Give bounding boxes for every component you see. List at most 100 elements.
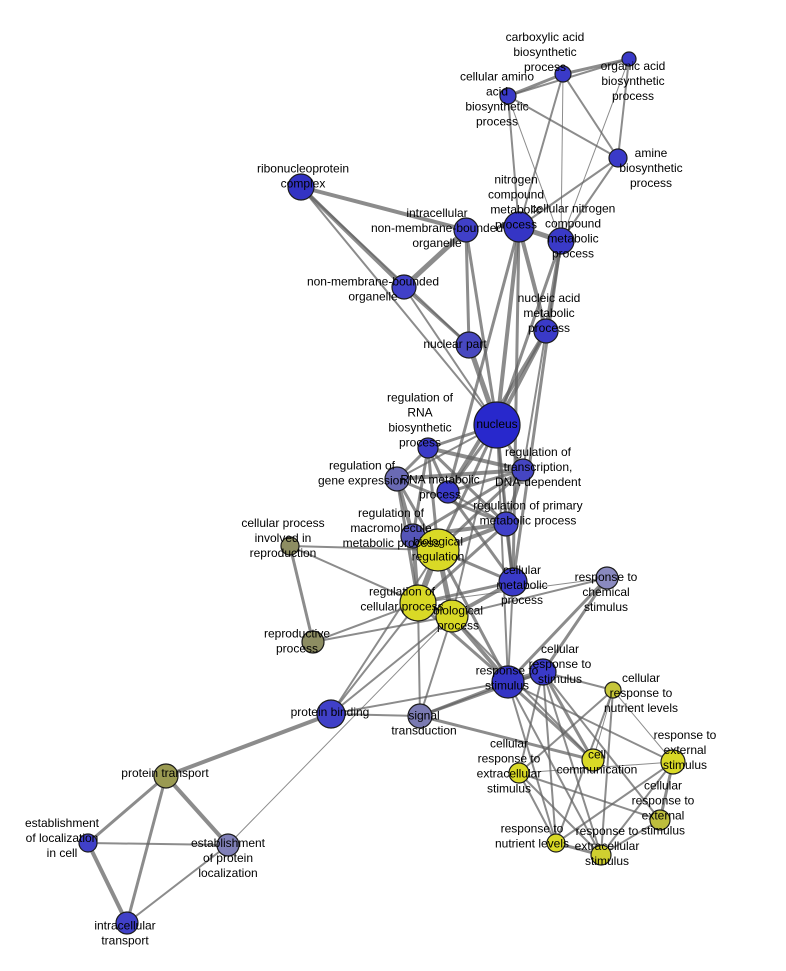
edge-ribonucleoprotein-complex--nucleus[interactable] xyxy=(300,186,498,426)
edge-nucleus--biological-process[interactable] xyxy=(451,424,498,617)
edge-cellular-metabolic-process--response-to-stimulus[interactable] xyxy=(507,581,514,683)
edge-regulation-of-RNA-biosynthetic-process--regulation-of-transcription-DNA-dependent[interactable] xyxy=(426,446,525,472)
edge-protein-binding--response-to-stimulus[interactable] xyxy=(330,681,509,715)
node-biological-regulation[interactable] xyxy=(416,528,460,572)
edge-carboxylic-acid-biosynthetic-process--cellular-nitrogen-compound-metabolic-process[interactable] xyxy=(560,73,564,242)
edge-biological-process--signal-transduction[interactable] xyxy=(419,615,453,717)
edge-cellular-nitrogen-compound-metabolic-process--cellular-metabolic-process[interactable] xyxy=(511,239,563,584)
edge-cellular-response-to-external-stimulus--response-to-extracellular-stimulus[interactable] xyxy=(600,819,661,856)
edge-cellular-amino-acid-biosynthetic-process--nitrogen-compound-metabolic-process[interactable] xyxy=(507,95,520,228)
node-reproductive-process[interactable] xyxy=(301,630,325,654)
node-signal-transduction[interactable] xyxy=(407,703,433,729)
edge-cellular-amino-acid-biosynthetic-process--cellular-nitrogen-compound-metabolic-process[interactable] xyxy=(507,95,562,242)
node-response-to-stimulus[interactable] xyxy=(491,665,525,699)
node-cell-communication[interactable] xyxy=(581,748,605,772)
node-cellular-nitrogen-compound-metabolic-process[interactable] xyxy=(547,227,575,255)
edge-cellular-process-involved-in-reproduction--regulation-of-cellular-process[interactable] xyxy=(289,545,419,604)
edge-intracellular-non-membrane-bounded-organelle--non-membrane-bounded-organelle[interactable] xyxy=(401,227,469,290)
edge-response-to-stimulus--cell-communication[interactable] xyxy=(506,680,595,762)
node-cellular-response-to-stimulus[interactable] xyxy=(529,658,557,686)
node-organic-acid-biosynthetic-process[interactable] xyxy=(621,51,637,67)
node-nitrogen-compound-metabolic-process[interactable] xyxy=(503,211,535,243)
edge-nitrogen-compound-metabolic-process--nucleic-acid-metabolic-process[interactable] xyxy=(517,225,548,333)
edge-protein-binding--protein-transport[interactable] xyxy=(164,712,333,778)
edge-biological-process--reproductive-process[interactable] xyxy=(312,615,453,643)
edge-amine-biosynthetic-process--nitrogen-compound-metabolic-process[interactable] xyxy=(518,157,619,228)
node-protein-binding[interactable] xyxy=(316,699,346,729)
edge-RNA-metabolic-process--cellular-metabolic-process[interactable] xyxy=(446,490,515,584)
node-protein-transport[interactable] xyxy=(153,763,179,789)
edge-regulation-of-transcription-DNA-dependent--regulation-of-gene-expression[interactable] xyxy=(395,468,525,481)
edge-protein-binding--regulation-of-cellular-process[interactable] xyxy=(330,602,419,715)
edge-ribonucleoprotein-complex--intracellular-non-membrane-bounded-organelle[interactable] xyxy=(299,185,468,232)
edge-cellular-process-involved-in-reproduction--reproductive-process[interactable] xyxy=(288,544,315,644)
node-ribonucleoprotein-complex[interactable] xyxy=(287,173,315,201)
node-nucleus[interactable] xyxy=(473,401,521,449)
node-response-to-extracellular-stimulus[interactable] xyxy=(590,844,612,866)
node-cellular-metabolic-process[interactable] xyxy=(498,567,528,597)
node-regulation-of-transcription-DNA-dependent[interactable] xyxy=(511,458,535,482)
node-amine-biosynthetic-process[interactable] xyxy=(608,148,628,168)
edge-protein-transport--establishment-of-localization-in-cell[interactable] xyxy=(86,774,168,845)
edge-cellular-response-to-extracellular-stimulus--cellular-response-to-external-stimulus[interactable] xyxy=(518,772,661,821)
edge-intracellular-non-membrane-bounded-organelle--nucleus[interactable] xyxy=(464,228,499,427)
node-biological-process[interactable] xyxy=(435,599,469,633)
node-intracellular-transport[interactable] xyxy=(115,911,139,935)
node-RNA-metabolic-process[interactable] xyxy=(436,480,460,504)
edge-cellular-response-to-stimulus--response-to-extracellular-stimulus[interactable] xyxy=(542,671,602,856)
edge-establishment-of-localization-in-cell--establishment-of-protein-localization[interactable] xyxy=(87,842,229,846)
edge-cellular-response-to-stimulus--cellular-response-to-extracellular-stimulus[interactable] xyxy=(518,671,544,774)
node-cellular-response-to-extracellular-stimulus[interactable] xyxy=(508,762,530,784)
edge-nitrogen-compound-metabolic-process--RNA-metabolic-process[interactable] xyxy=(446,225,521,494)
edge-signal-transduction--protein-binding[interactable] xyxy=(330,713,421,717)
edge-establishment-of-protein-localization--biological-process[interactable] xyxy=(227,615,453,846)
node-intracellular-non-membrane-bounded-organelle[interactable] xyxy=(453,217,479,243)
edge-nitrogen-compound-metabolic-process--nucleus[interactable] xyxy=(495,225,521,427)
edge-cellular-amino-acid-biosynthetic-process--amine-biosynthetic-process[interactable] xyxy=(507,95,619,159)
node-establishment-of-localization-in-cell[interactable] xyxy=(78,833,98,853)
edge-cellular-response-to-extracellular-stimulus--response-to-extracellular-stimulus[interactable] xyxy=(518,772,602,856)
node-cellular-response-to-nutrient-levels[interactable] xyxy=(604,681,622,699)
edge-regulation-of-primary-metabolic-process--regulation-of-cellular-process[interactable] xyxy=(416,522,508,605)
edge-organic-acid-biosynthetic-process--cellular-nitrogen-compound-metabolic-process[interactable] xyxy=(560,58,630,242)
edge-regulation-of-cellular-process--response-to-stimulus[interactable] xyxy=(416,601,510,684)
edge-organic-acid-biosynthetic-process--amine-biosynthetic-process[interactable] xyxy=(617,58,630,159)
edge-cellular-response-to-nutrient-levels--response-to-extracellular-stimulus[interactable] xyxy=(600,689,614,856)
edge-cellular-response-to-stimulus--response-to-nutrient-levels[interactable] xyxy=(542,671,557,844)
node-carboxylic-acid-biosynthetic-process[interactable] xyxy=(554,65,572,83)
edge-nucleic-acid-metabolic-process--regulation-of-transcription-DNA-dependent[interactable] xyxy=(522,330,547,471)
edge-carboxylic-acid-biosynthetic-process--nitrogen-compound-metabolic-process[interactable] xyxy=(518,73,564,228)
edge-response-to-chemical-stimulus--biological-process[interactable] xyxy=(451,577,608,617)
node-regulation-of-cellular-process[interactable] xyxy=(399,584,437,622)
node-nuclear-part[interactable] xyxy=(455,331,483,359)
node-response-to-external-stimulus[interactable] xyxy=(660,749,686,775)
edge-nucleus--response-to-stimulus[interactable] xyxy=(496,424,509,683)
edge-cellular-response-to-extracellular-stimulus--response-to-nutrient-levels[interactable] xyxy=(518,772,557,844)
edge-cellular-response-to-stimulus--cell-communication[interactable] xyxy=(541,670,595,762)
edge-amine-biosynthetic-process--cellular-nitrogen-compound-metabolic-process[interactable] xyxy=(560,157,619,242)
edge-regulation-of-RNA-biosynthetic-process--regulation-of-macromolecule-metabolic-process[interactable] xyxy=(411,446,430,538)
edge-carboxylic-acid-biosynthetic-process--amine-biosynthetic-process[interactable] xyxy=(562,73,619,159)
edge-cellular-response-to-stimulus--response-to-chemical-stimulus[interactable] xyxy=(541,576,609,674)
node-regulation-of-gene-expression[interactable] xyxy=(384,466,410,492)
edge-protein-binding--biological-regulation[interactable] xyxy=(330,549,439,715)
edge-response-to-stimulus--response-to-extracellular-stimulus[interactable] xyxy=(507,681,602,856)
edge-response-to-stimulus--response-to-chemical-stimulus[interactable] xyxy=(506,576,609,684)
node-cellular-amino-acid-biosynthetic-process[interactable] xyxy=(499,87,517,105)
node-regulation-of-primary-metabolic-process[interactable] xyxy=(493,511,519,537)
edge-establishment-of-localization-in-cell--intracellular-transport[interactable] xyxy=(86,841,129,925)
edge-cellular-response-to-nutrient-levels--response-to-external-stimulus[interactable] xyxy=(612,689,674,763)
edge-intracellular-non-membrane-bounded-organelle--nuclear-part[interactable] xyxy=(464,228,471,347)
node-regulation-of-RNA-biosynthetic-process[interactable] xyxy=(417,437,439,459)
edge-reproductive-process--regulation-of-cellular-process[interactable] xyxy=(312,602,419,643)
node-non-membrane-bounded-organelle[interactable] xyxy=(391,274,417,300)
node-cellular-response-to-external-stimulus[interactable] xyxy=(649,809,671,831)
node-response-to-nutrient-levels[interactable] xyxy=(546,833,566,853)
edge-response-to-stimulus--response-to-external-stimulus[interactable] xyxy=(507,681,674,763)
edge-cellular-response-to-nutrient-levels--cellular-response-to-extracellular-stimulus[interactable] xyxy=(518,689,614,774)
edge-regulation-of-transcription-DNA-dependent--RNA-metabolic-process[interactable] xyxy=(446,468,525,494)
edge-non-membrane-bounded-organelle--nucleus[interactable] xyxy=(403,286,498,426)
node-establishment-of-protein-localization[interactable] xyxy=(216,833,240,857)
node-response-to-chemical-stimulus[interactable] xyxy=(595,566,619,590)
